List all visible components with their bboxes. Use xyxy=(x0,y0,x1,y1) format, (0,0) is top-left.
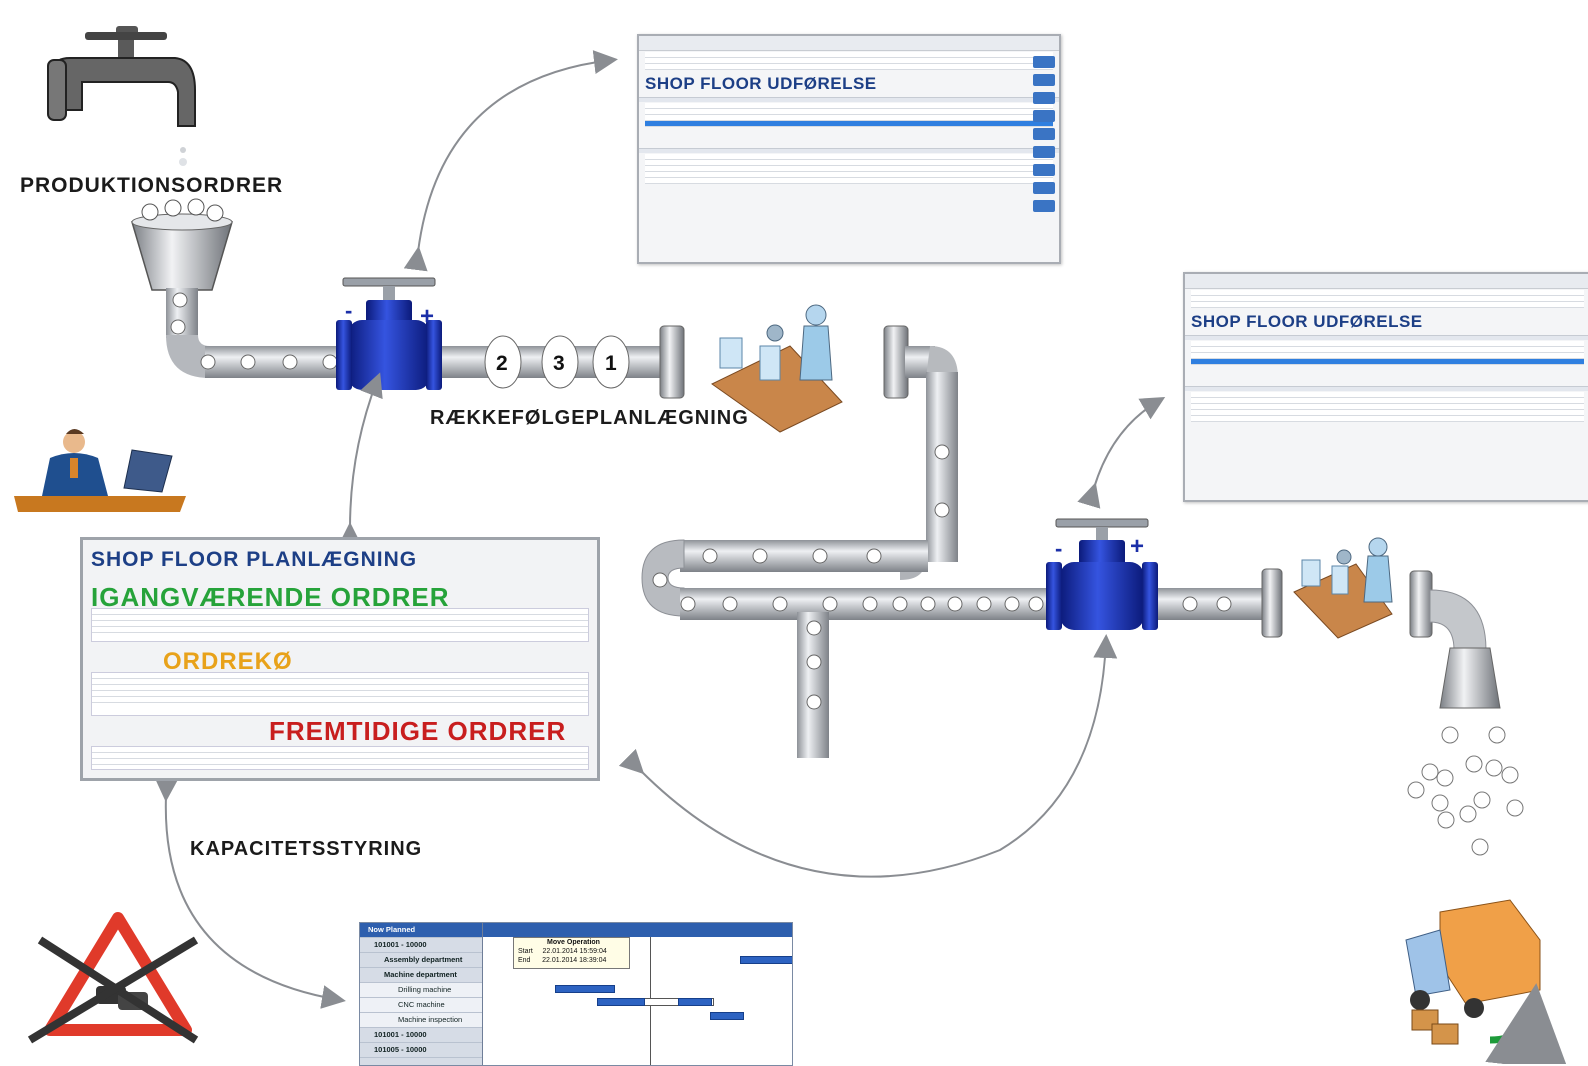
gantt-bar[interactable] xyxy=(597,998,645,1006)
section-header xyxy=(639,148,1059,153)
ongoing-orders-title: IGANGVÆRENDE ORDRER xyxy=(91,582,450,612)
output-pipe xyxy=(1407,570,1524,856)
sequence-planning-label: RÆKKEFØLGEPLANLÆGNING xyxy=(430,407,749,429)
gantt-timeline-header xyxy=(483,923,792,937)
order-sequence-circles xyxy=(484,335,630,389)
valve-icon xyxy=(336,277,442,390)
no-traffic-jam-icon xyxy=(27,912,199,1044)
shop-floor-execution-screenshot: SHOP FLOOR UDFØRELSE xyxy=(1183,272,1588,502)
section-header xyxy=(639,97,1059,102)
valve-minus-sign: - xyxy=(345,298,352,323)
worker-icon xyxy=(711,304,843,433)
shop-floor-execution-title: SHOP FLOOR UDFØRELSE xyxy=(1191,312,1423,331)
tooltip-end: 22.01.2014 18:39:04 xyxy=(542,957,607,964)
section-header xyxy=(1185,386,1588,391)
gantt-tree-row[interactable]: 101005 - 10000 xyxy=(360,1043,482,1058)
shop-floor-execution-screenshot: SHOP FLOOR UDFØRELSE xyxy=(637,34,1061,264)
production-orders-label: PRODUKTIONSORDRER xyxy=(20,174,284,197)
gantt-bar[interactable] xyxy=(740,956,792,964)
valve-plus-sign: + xyxy=(420,303,434,330)
funnel-icon xyxy=(130,198,234,291)
gantt-tree-row[interactable]: Drilling machine xyxy=(360,983,482,998)
shop-floor-planning-title: SHOP FLOOR PLANLÆGNING xyxy=(91,548,418,571)
worker-icon xyxy=(1293,537,1393,639)
tooltip-title: Move Operation xyxy=(547,939,600,946)
order-number: 3 xyxy=(553,352,565,375)
gantt-tree-row[interactable]: CNC machine xyxy=(360,998,482,1013)
valve-plus-sign: + xyxy=(1130,533,1144,560)
gantt-bar[interactable] xyxy=(710,1012,744,1020)
valve-icon xyxy=(1046,518,1158,630)
gantt-bar[interactable] xyxy=(555,985,615,993)
valve-minus-sign: - xyxy=(1055,536,1062,561)
faucet-icon xyxy=(47,26,196,166)
delivery-truck-icon xyxy=(1405,899,1569,1064)
future-orders-title: FREMTIDIGE ORDRER xyxy=(269,716,567,746)
gantt-header: Now Planned xyxy=(360,923,482,938)
order-queue-title: ORDREKØ xyxy=(163,648,293,675)
tooltip-start-label: Start xyxy=(518,948,533,955)
planner-person-icon xyxy=(14,429,186,512)
gantt-tree: Now Planned 101001 - 10000 Assembly depa… xyxy=(360,923,483,1065)
flow-arrows xyxy=(154,50,1166,1009)
tooltip-end-label: End xyxy=(518,957,531,964)
gantt-tree-row[interactable]: 101001 - 10000 xyxy=(360,1028,482,1043)
tooltip-start: 22.01.2014 15:59:04 xyxy=(542,948,607,955)
window-toolbar xyxy=(639,36,1059,51)
gantt-tree-row[interactable]: 101001 - 10000 xyxy=(360,938,482,953)
order-number: 1 xyxy=(605,352,617,375)
shop-floor-execution-title: SHOP FLOOR UDFØRELSE xyxy=(645,74,877,93)
capacity-gantt-screenshot: Now Planned 101001 - 10000 Assembly depa… xyxy=(359,922,793,1066)
shop-floor-planning-screenshot: SHOP FLOOR PLANLÆGNING IGANGVÆRENDE ORDR… xyxy=(80,537,600,781)
gantt-tree-row[interactable]: Machine inspection xyxy=(360,1013,482,1028)
capacity-control-label: KAPACITETSSTYRING xyxy=(190,838,423,860)
gantt-bar[interactable] xyxy=(678,998,712,1006)
window-toolbar xyxy=(1185,274,1588,289)
order-number: 2 xyxy=(496,352,508,375)
gantt-tree-row[interactable]: Machine department xyxy=(360,968,482,983)
gantt-tree-row[interactable]: Assembly department xyxy=(360,953,482,968)
section-header xyxy=(1185,335,1588,340)
move-operation-tooltip: Move Operation Start 22.01.2014 15:59:04… xyxy=(513,937,630,969)
